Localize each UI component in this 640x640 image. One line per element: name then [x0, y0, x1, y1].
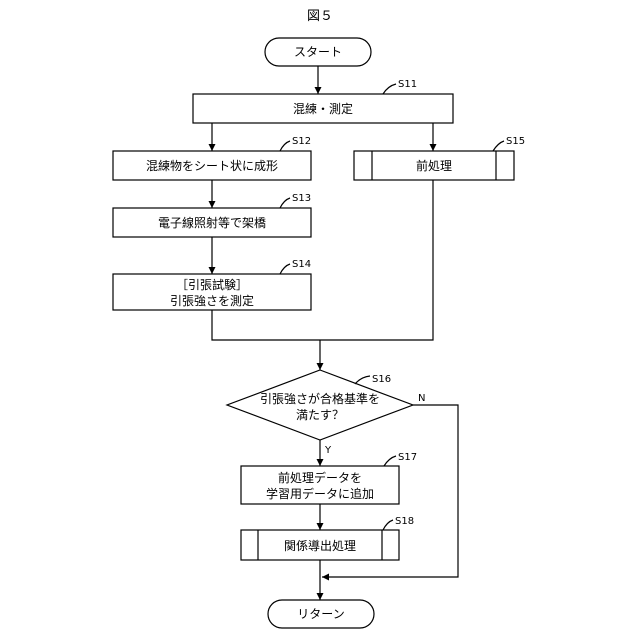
decision-yes-label: Y	[324, 445, 332, 456]
s18-label: 関係導出処理	[284, 539, 356, 553]
s14-label-line2: 引張強さを測定	[170, 293, 254, 308]
s17-leader	[384, 456, 396, 466]
step-s17: 前処理データを 学習用データに追加 S17	[241, 452, 417, 504]
s16-leader	[355, 376, 370, 384]
end-terminal: リターン	[268, 600, 374, 628]
end-label: リターン	[297, 607, 344, 621]
s18-leader	[383, 520, 393, 530]
start-label: スタート	[294, 45, 342, 59]
decision-s16: 引張強さが合格基準を 満たす？ S16	[227, 370, 413, 440]
step-s15: 前処理 S15	[354, 136, 525, 180]
connector-merge	[212, 180, 433, 340]
s18-step-id: S18	[395, 516, 414, 527]
s13-label: 電子線照射等で架橋	[158, 215, 266, 230]
figure-title: 図５	[307, 9, 333, 24]
s11-leader	[383, 84, 396, 94]
decision-no-label: N	[418, 393, 425, 404]
s16-label-line1: 引張強さが合格基準を	[260, 391, 380, 406]
s14-step-id: S14	[292, 259, 311, 270]
s15-leader	[493, 141, 504, 151]
s12-label: 混練物をシート状に成形	[146, 159, 278, 173]
step-s18: 関係導出処理 S18	[241, 516, 414, 560]
step-s11: 混練・測定 S11	[193, 79, 453, 123]
s16-step-id: S16	[372, 374, 391, 385]
s13-leader	[280, 198, 290, 208]
s12-step-id: S12	[292, 136, 311, 147]
s11-step-id: S11	[398, 79, 417, 90]
start-terminal: スタート	[265, 38, 371, 66]
s14-label-line1: ［引張試験］	[176, 277, 248, 292]
s15-label: 前処理	[416, 158, 452, 173]
s17-label-line1: 前処理データを	[278, 470, 362, 485]
s13-step-id: S13	[292, 193, 311, 204]
s14-leader	[280, 264, 290, 274]
s17-label-line2: 学習用データに追加	[266, 486, 374, 501]
s17-step-id: S17	[398, 452, 417, 463]
s15-step-id: S15	[506, 136, 525, 147]
s11-label: 混練・測定	[293, 101, 353, 116]
s12-leader	[280, 141, 290, 151]
s16-label-line2: 満たす？	[296, 408, 344, 422]
